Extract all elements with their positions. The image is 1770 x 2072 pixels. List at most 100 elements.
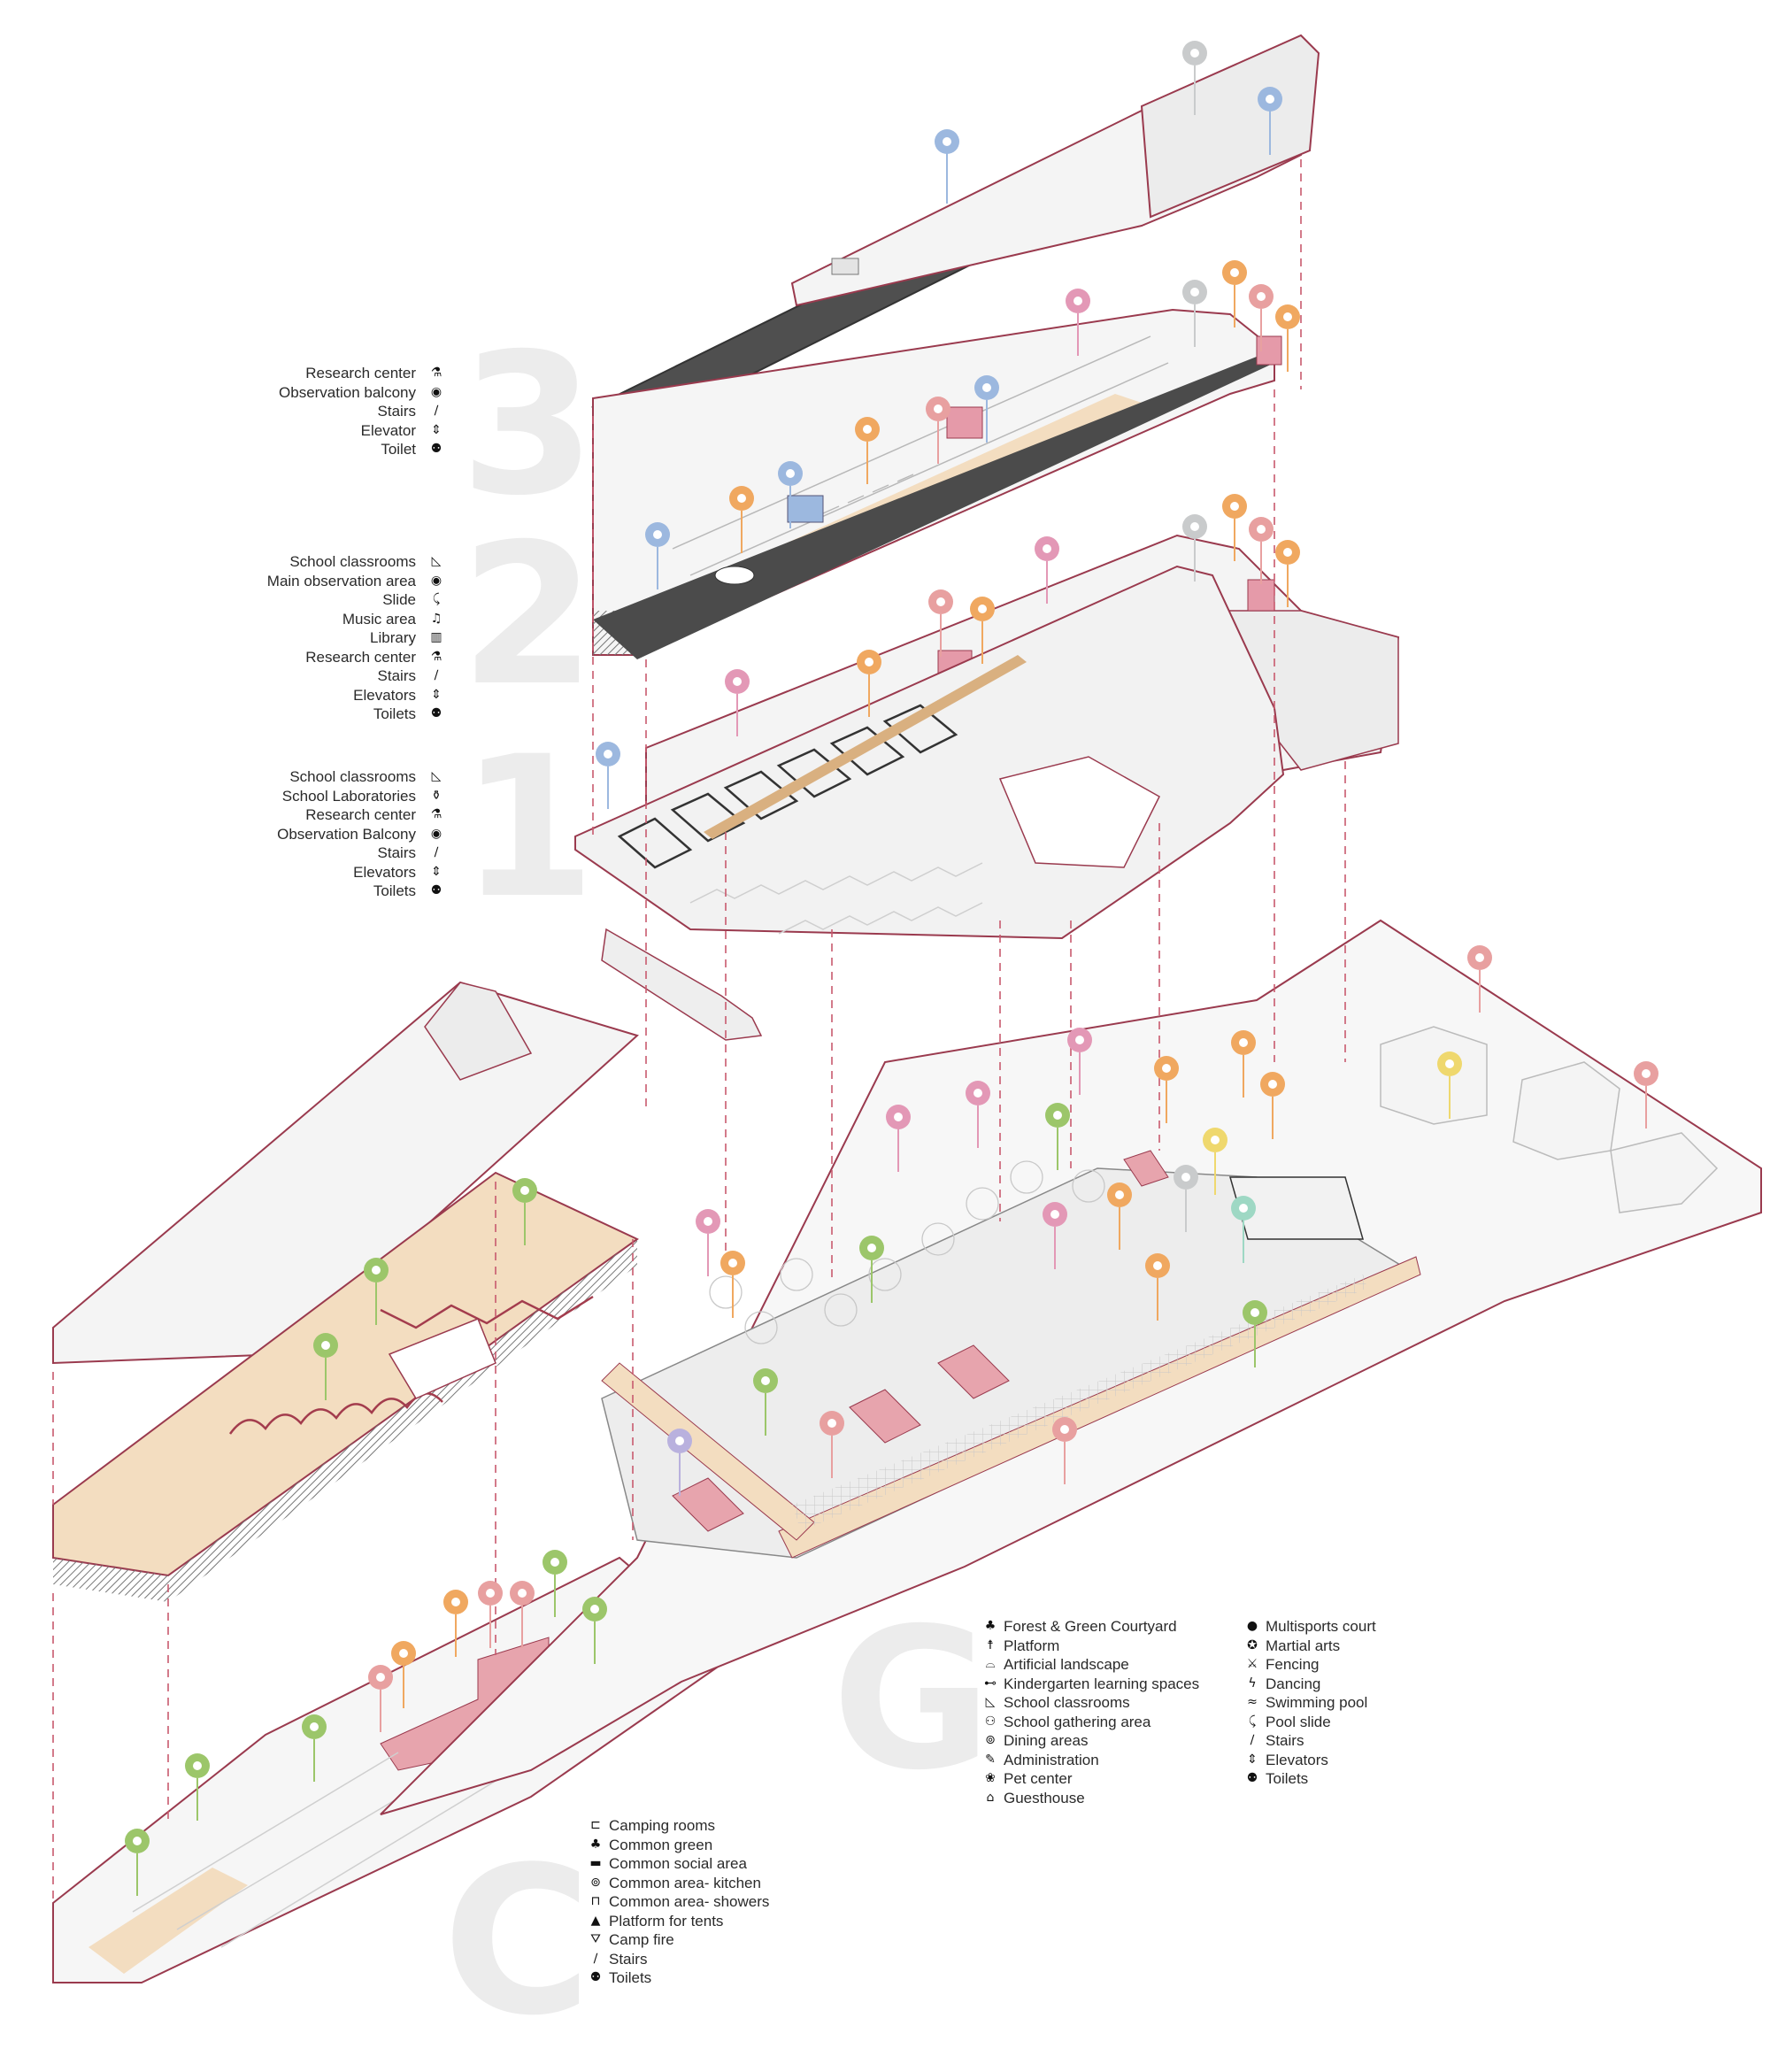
- toilet-icon: ⚉: [430, 706, 442, 720]
- eye-icon: ◉: [430, 826, 442, 841]
- location-pin: [1275, 304, 1300, 372]
- legend-label: School classrooms: [289, 768, 416, 785]
- legend-item: Research center⚗: [279, 364, 444, 383]
- legend-label: Common social area: [609, 1855, 747, 1872]
- legend-item: ⊚Dining areas: [982, 1731, 1199, 1751]
- toilet-icon: ⚉: [430, 442, 442, 456]
- legend-item: ⊷Kindergarten learning spaces: [982, 1675, 1199, 1694]
- legend-label: Stairs: [609, 1950, 648, 1968]
- legend-label: Common area- kitchen: [609, 1874, 761, 1891]
- legend-label: Research center: [305, 648, 416, 666]
- legend-label: Common green: [609, 1836, 713, 1853]
- location-pin: [974, 375, 999, 443]
- legend-label: Pet center: [1004, 1770, 1073, 1787]
- legend-level-3: Research center⚗Observation balcony ◉ Stai…: [279, 364, 444, 459]
- legend-label: Music area: [342, 610, 416, 628]
- legend-item: Observation balcony ◉: [279, 383, 444, 403]
- legend-item: Stairs∕: [267, 666, 444, 686]
- location-pin: [820, 1411, 844, 1478]
- legend-label: Artificial landscape: [1004, 1656, 1129, 1673]
- legend-item: Observation Balcony ◉: [277, 825, 444, 844]
- legend-item: ☨Platform: [982, 1637, 1199, 1656]
- stairs-icon: ∕: [1250, 1733, 1255, 1747]
- fencing-icon: ⚔: [1246, 1657, 1258, 1671]
- location-pin: [478, 1581, 503, 1648]
- level-3-plan: [592, 308, 1282, 659]
- legend-item: ⊓Common area- showers: [588, 1892, 770, 1912]
- location-pin: [1052, 1417, 1077, 1484]
- legend-item: Library▥: [267, 628, 444, 648]
- location-pin: [928, 589, 953, 657]
- location-pin: [1249, 284, 1274, 351]
- location-pin: [443, 1590, 468, 1657]
- floor-number-c: C: [442, 1824, 592, 2060]
- legend-item: ✎ Administration: [982, 1751, 1199, 1770]
- location-pin: [1045, 1103, 1070, 1170]
- legend-label: Toilets: [373, 705, 416, 722]
- ball-icon: ●: [1246, 1619, 1258, 1633]
- stairs-icon: ∕: [593, 1951, 598, 1966]
- flask-icon: ⚱: [431, 788, 442, 803]
- location-pin: [1260, 1072, 1285, 1139]
- bed-icon: ⊏: [590, 1818, 601, 1832]
- roof-level: [591, 34, 1320, 443]
- set-square-icon: ◺: [431, 554, 442, 568]
- people-icon: ⚇: [984, 1714, 997, 1729]
- location-pin: [1043, 1202, 1067, 1269]
- legend-label: Pool slide: [1266, 1713, 1331, 1730]
- location-pin: [1243, 1300, 1267, 1367]
- martial-arts-icon: ✪: [1247, 1637, 1258, 1652]
- location-pin: [391, 1641, 416, 1708]
- administration-icon: ✎: [985, 1752, 996, 1767]
- legend-label: Research center: [305, 365, 416, 381]
- location-pin: [1145, 1253, 1170, 1321]
- legend-label: Main observation area: [266, 572, 416, 589]
- location-pin: [725, 669, 750, 736]
- legend-label: Observation balcony: [279, 383, 416, 401]
- legend-label: Observation Balcony: [277, 825, 416, 843]
- legend-label: Dining areas: [1004, 1732, 1089, 1749]
- location-pin: [125, 1829, 150, 1896]
- floor-number-g: G: [832, 1586, 992, 1813]
- legend-level-c: ⊏Camping rooms♣Common green▬Common socia…: [588, 1816, 769, 1988]
- legend-item: ≈Swimming pool: [1244, 1693, 1376, 1713]
- legend-label: Common area- showers: [609, 1893, 770, 1910]
- campfire-icon: ⛛: [590, 1932, 601, 1946]
- legend-item: ⇕Elevators: [1244, 1751, 1376, 1770]
- legend-item: ⚔Fencing: [1244, 1655, 1376, 1675]
- location-pin: [1203, 1128, 1227, 1195]
- legend-item: ✪Martial arts: [1244, 1637, 1376, 1656]
- legend-item: ⚇School gathering area: [982, 1713, 1199, 1732]
- legend-label: Guesthouse: [1004, 1789, 1085, 1806]
- legend-label: Dancing: [1266, 1675, 1321, 1692]
- legend-item: ❀Pet center: [982, 1769, 1199, 1789]
- legend-label: Stairs: [377, 403, 416, 420]
- eye-icon: ◉: [430, 573, 442, 588]
- legend-item: ▲Platform for tents: [588, 1912, 769, 1931]
- slide-icon: ⤹: [432, 592, 441, 606]
- legend-label: Camp fire: [609, 1931, 674, 1948]
- location-pin: [1066, 289, 1090, 356]
- legend-item: Stairs∕: [277, 843, 444, 863]
- location-pin: [1258, 87, 1282, 154]
- elevator-icon: ⇕: [1247, 1752, 1258, 1767]
- location-pin: [1231, 1196, 1256, 1263]
- eye-icon: ◉: [430, 384, 442, 399]
- location-pin: [1249, 517, 1274, 584]
- floor-number-2: 2: [460, 502, 596, 728]
- legend-label: Administration: [1004, 1751, 1099, 1768]
- legend-label: Elevator: [360, 421, 416, 439]
- location-pin: [510, 1581, 535, 1648]
- location-pin: [966, 1081, 990, 1148]
- projection-lines: [52, 159, 1346, 1903]
- legend-label: Camping rooms: [609, 1817, 715, 1834]
- floor-number-3: 3: [460, 312, 596, 538]
- legend-label: Stairs: [377, 844, 416, 861]
- set-square-icon: ◺: [431, 769, 442, 783]
- legend-item: Main observation area ◉: [267, 572, 444, 591]
- location-pin: [1182, 41, 1207, 108]
- legend-item: Music area♫: [267, 610, 444, 629]
- camp-mid-level: [52, 1171, 639, 1602]
